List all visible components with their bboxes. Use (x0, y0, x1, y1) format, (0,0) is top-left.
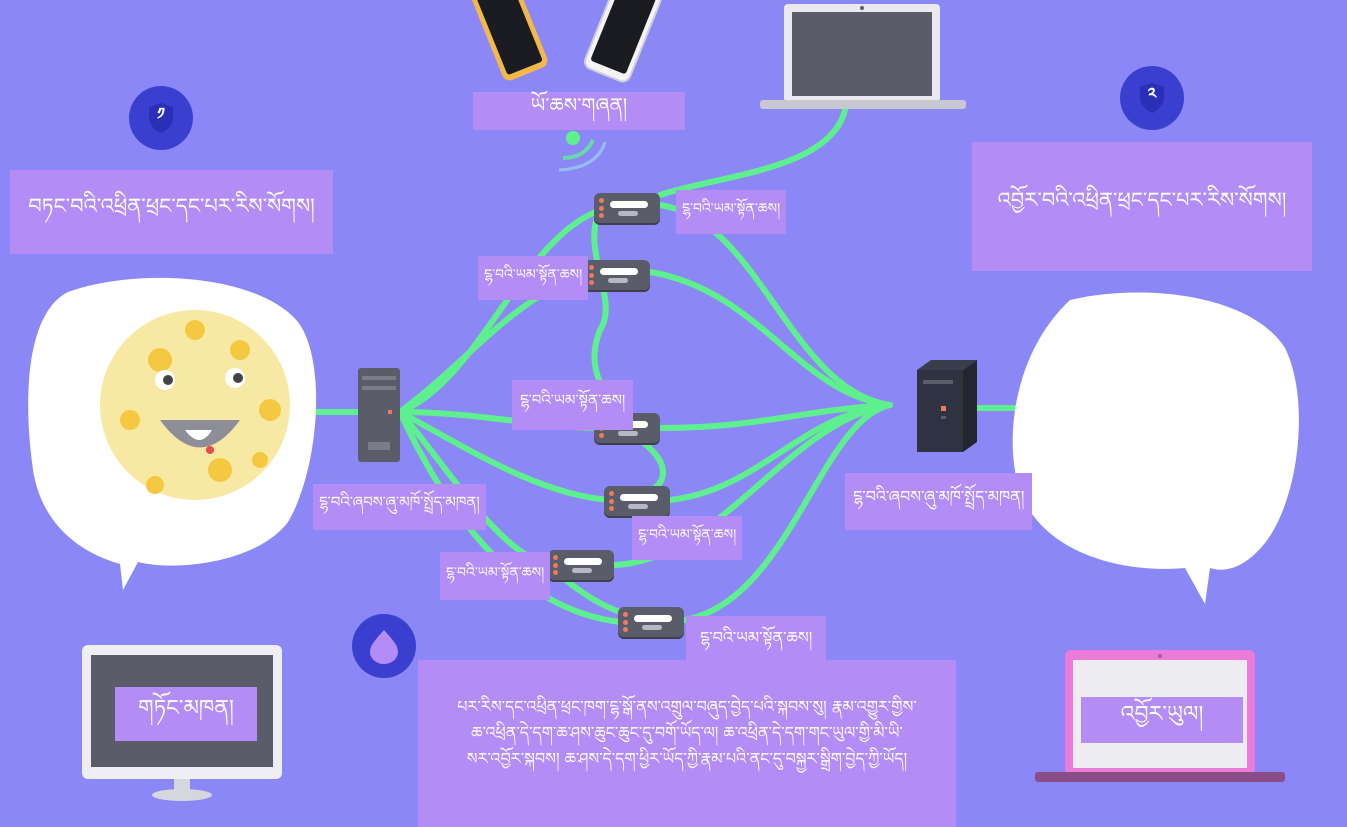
receiver-server-icon (917, 360, 977, 452)
laptop-icon (760, 4, 966, 109)
note-line-1: པར་རིས་དང་འཕྲིན་ཕྲང་ཁག་ངྷ་སྒོ་ནས་འགྲུལ་བ… (457, 697, 917, 716)
relay-label-3: ངྷ་བའི་ཡམ་སྟོན་ཆས། (512, 380, 634, 430)
relay-label-1: ངྷ་བའི་ཡམ་སྟོན་ཆས། (676, 190, 787, 234)
relay-node-4 (604, 486, 670, 516)
receiver-server-label: ངྷ་བའི་ཞབས་ཞུ་མཁོ་སྤྲོད་མཁན། (845, 473, 1033, 530)
receiver-speech-bubble (1012, 292, 1299, 604)
note-line-2: ཆ་འཕྲིན་དེ་དག་ཆ་ཤས་ཆུང་ཆུང་དུ་བགོ་ཡོད་ལ།… (471, 723, 903, 742)
droplet-icon (370, 630, 398, 664)
sent-messages-box: བཏང་བའི་འཕྲིན་ཕྲང་དང་པར་རིས་སོགས། (10, 170, 333, 254)
shield-icon (1140, 83, 1164, 113)
relay-label-4: ངྷ་བའི་ཡམ་སྟོན་ཆས། (632, 516, 743, 560)
smartphones-icon (471, 0, 662, 83)
wifi-icon (558, 131, 607, 172)
step-1-badge: ༡ (129, 86, 193, 150)
sender-label: གཏོང་མཁན། (115, 687, 257, 741)
relay-label-2: ངྷ་བའི་ཡམ་སྟོན་ཆས། (478, 256, 589, 300)
relay-node-5 (548, 550, 614, 580)
popcorn-emoji-icon (100, 310, 290, 500)
step-3-badge (352, 614, 416, 678)
step-1-number: ༡ (157, 103, 165, 123)
step-2-number: ༢ (1147, 83, 1157, 103)
received-messages-box: འབྱོར་བའི་འཕྲིན་ཕྲང་དང་པར་རིས་སོགས། (972, 142, 1312, 271)
relay-node-2 (584, 260, 650, 290)
sender-server-icon (358, 368, 400, 462)
step-2-badge: ༢ (1120, 66, 1184, 130)
other-devices-label: ཡོ་ཆས་གཞན། (473, 92, 685, 130)
receiver-label: འབྱོར་ཡུལ། (1081, 697, 1243, 743)
explanation-note: པར་རིས་དང་འཕྲིན་ཕྲང་ཁག་ངྷ་སྒོ་ནས་འགྲུལ་བ… (418, 660, 956, 827)
relay-label-5: ངྷ་བའི་ཡམ་སྟོན་ཆས། (440, 552, 551, 600)
relay-node-1 (594, 193, 660, 223)
shield-icon (149, 103, 173, 133)
relay-node-6 (618, 607, 684, 637)
sender-server-label: ངྷ་བའི་ཞབས་ཞུ་མཁོ་སྤྲོད་མཁན། (313, 484, 486, 530)
note-line-3: སར་འབྱོར་སྐབས། ཆ་ཤས་དེ་དག་ཕྱིར་ཡོད་ཀྱི་ར… (466, 749, 908, 768)
